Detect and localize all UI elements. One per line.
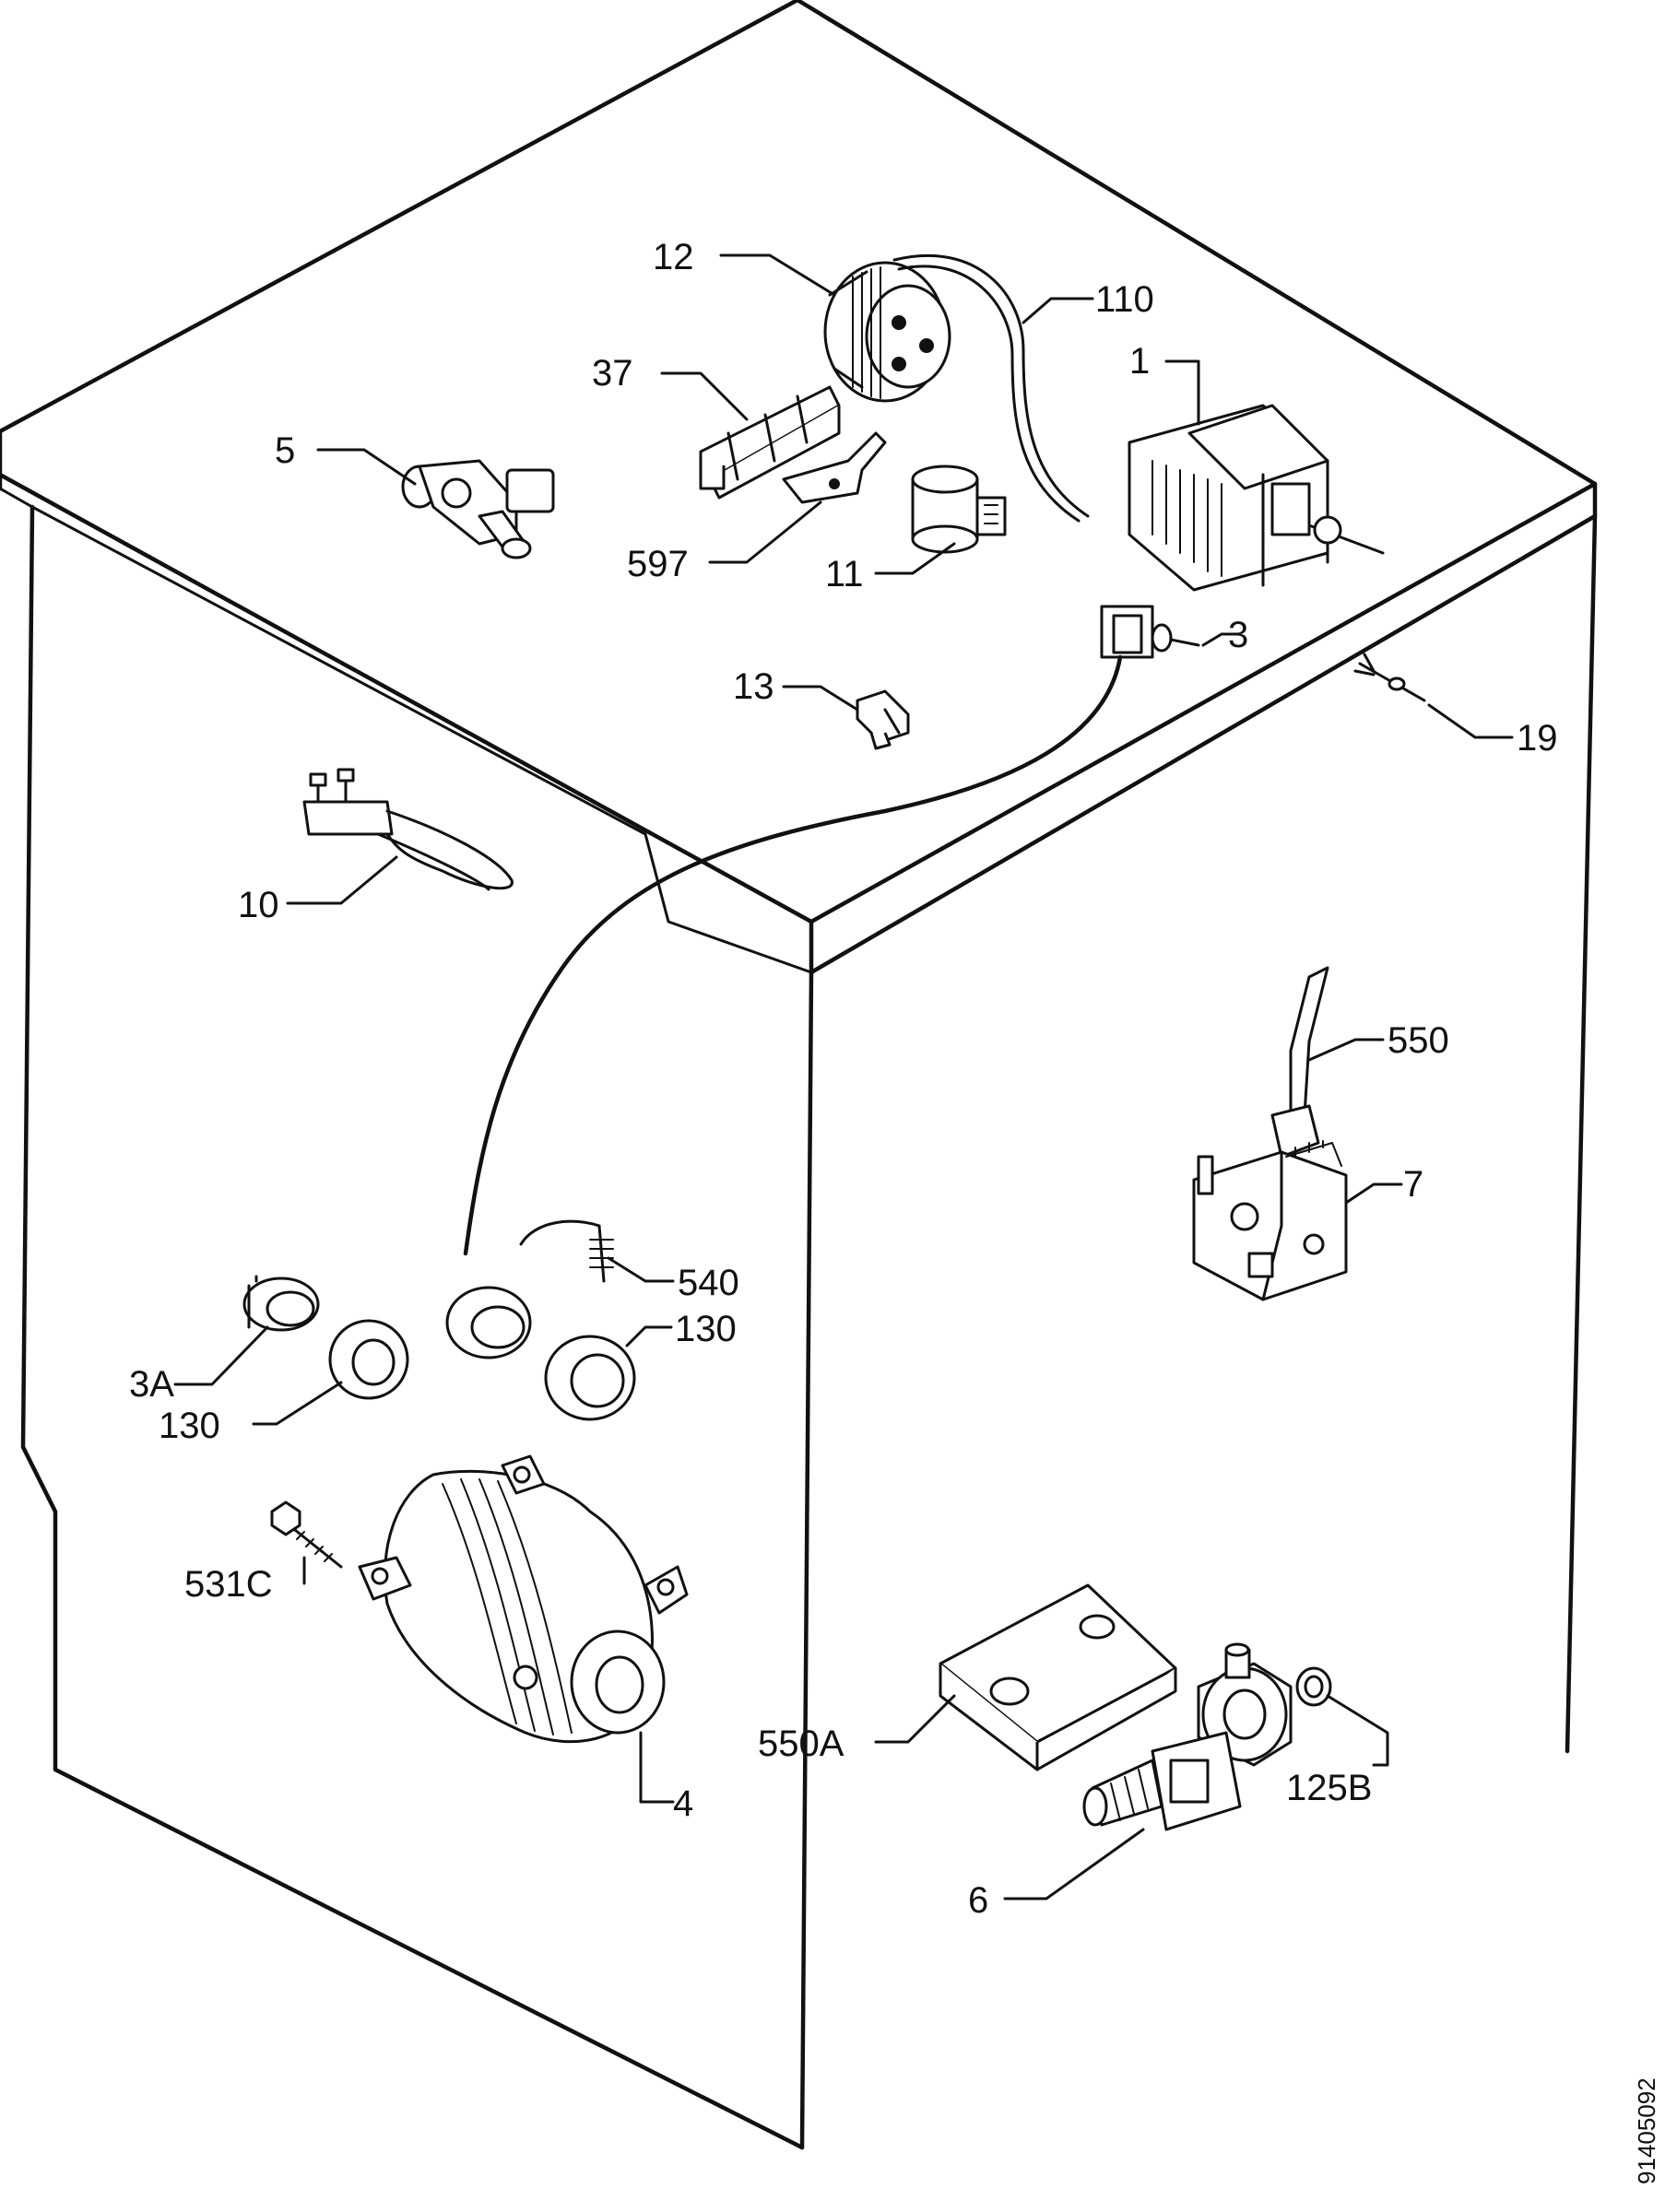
label-11: 11 (825, 554, 864, 594)
label-1: 1 (1129, 341, 1150, 382)
part-13-connector (856, 689, 910, 750)
label-4: 4 (673, 1783, 693, 1824)
part-550-door-lever (1270, 966, 1329, 1159)
part-5-inlet-valve (401, 459, 555, 559)
label-10: 10 (238, 885, 279, 925)
part-3a-pressure-switch (242, 1275, 320, 1332)
label-597: 597 (627, 544, 689, 584)
label-3a: 3A (129, 1364, 174, 1405)
part-130-grommet-right (544, 1335, 636, 1421)
part-597-bracket (782, 431, 887, 504)
part-110-pressure-hose (892, 253, 1090, 523)
part-labels: 12 110 1 37 5 597 11 3 13 19 10 550 7 54… (129, 237, 1558, 1921)
label-7: 7 (1403, 1164, 1423, 1205)
label-130-right: 130 (675, 1309, 737, 1349)
label-550: 550 (1388, 1020, 1449, 1061)
part-12-programme-drum (823, 261, 951, 403)
part-6-drain-pump (1082, 1642, 1293, 1831)
part-130-grommet-left (328, 1319, 409, 1400)
part-11-capacitor (911, 465, 1007, 554)
label-12: 12 (653, 237, 694, 277)
part-540-clip (519, 1219, 614, 1283)
part-7-door-lock (1192, 1140, 1348, 1301)
label-13: 13 (733, 666, 774, 707)
label-550a: 550A (758, 1724, 844, 1764)
label-531c: 531C (184, 1564, 273, 1605)
part-531c-screw (270, 1500, 343, 1569)
grommet-cable-end (445, 1286, 532, 1359)
label-540: 540 (678, 1263, 739, 1303)
leader-lines (173, 253, 1514, 1900)
part-37-cable-clamp (699, 385, 841, 500)
label-130-left: 130 (159, 1406, 220, 1446)
part-3-switch (463, 605, 1200, 1256)
part-19-sensor (1353, 653, 1426, 702)
label-3: 3 (1228, 615, 1248, 655)
label-19: 19 (1517, 718, 1558, 759)
label-125b: 125B (1286, 1768, 1372, 1808)
label-6: 6 (968, 1880, 988, 1921)
appliance-cabinet (0, 0, 1598, 2150)
part-4-pump-motor (358, 1454, 689, 1744)
part-550a-cover (939, 1583, 1177, 1771)
label-37: 37 (592, 353, 633, 394)
part-125b-o-ring (1295, 1666, 1332, 1707)
label-110: 110 (1095, 279, 1154, 320)
document-number: 91405092 (1633, 2077, 1660, 2184)
label-5: 5 (275, 430, 295, 471)
part-1-programme-timer (1128, 404, 1385, 592)
part-10-heating-element (302, 768, 514, 891)
